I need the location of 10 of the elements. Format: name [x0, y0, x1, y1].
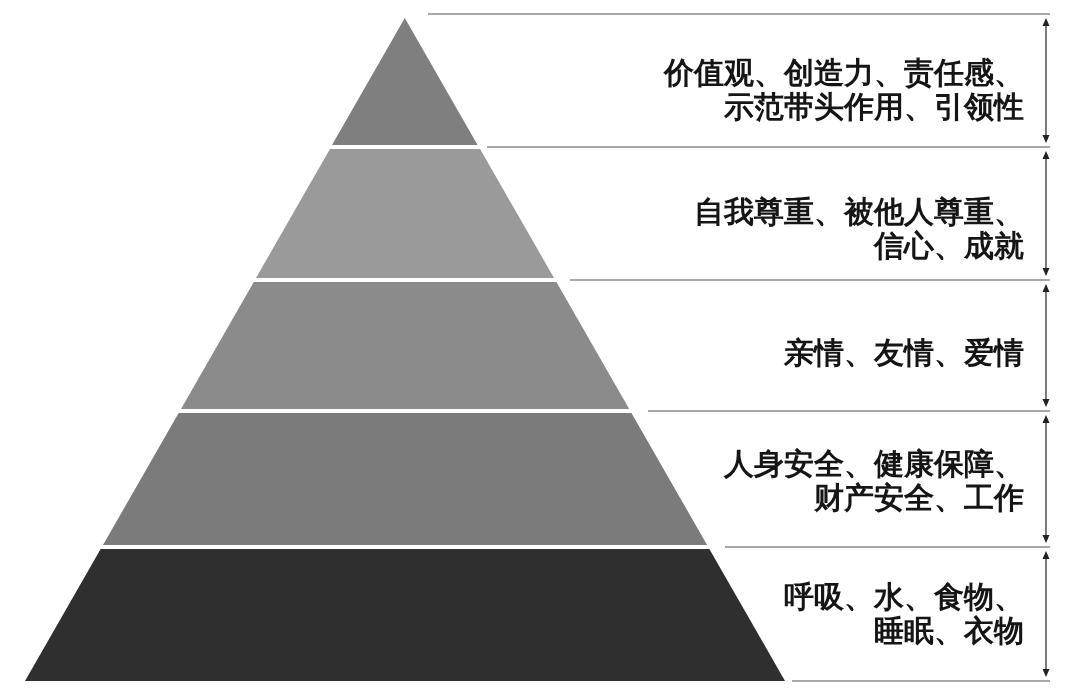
pyramid-tier	[102, 413, 708, 545]
tier-description: 亲情、友情、爱情	[783, 336, 1024, 370]
tier-description: 价值观、创造力、责任感、示范带头作用、引领性	[662, 56, 1024, 124]
pyramid-tier	[332, 18, 478, 145]
pyramid-tier	[180, 282, 630, 409]
tier-description: 呼吸、水、食物、睡眠、衣物	[783, 580, 1024, 648]
pyramid-tier	[25, 549, 785, 681]
tier-description: 自我尊重、被他人尊重、信心、成就	[693, 195, 1024, 263]
tier-description: 人身安全、健康保障、财产安全、工作	[722, 447, 1024, 515]
pyramid-tier	[255, 149, 554, 278]
